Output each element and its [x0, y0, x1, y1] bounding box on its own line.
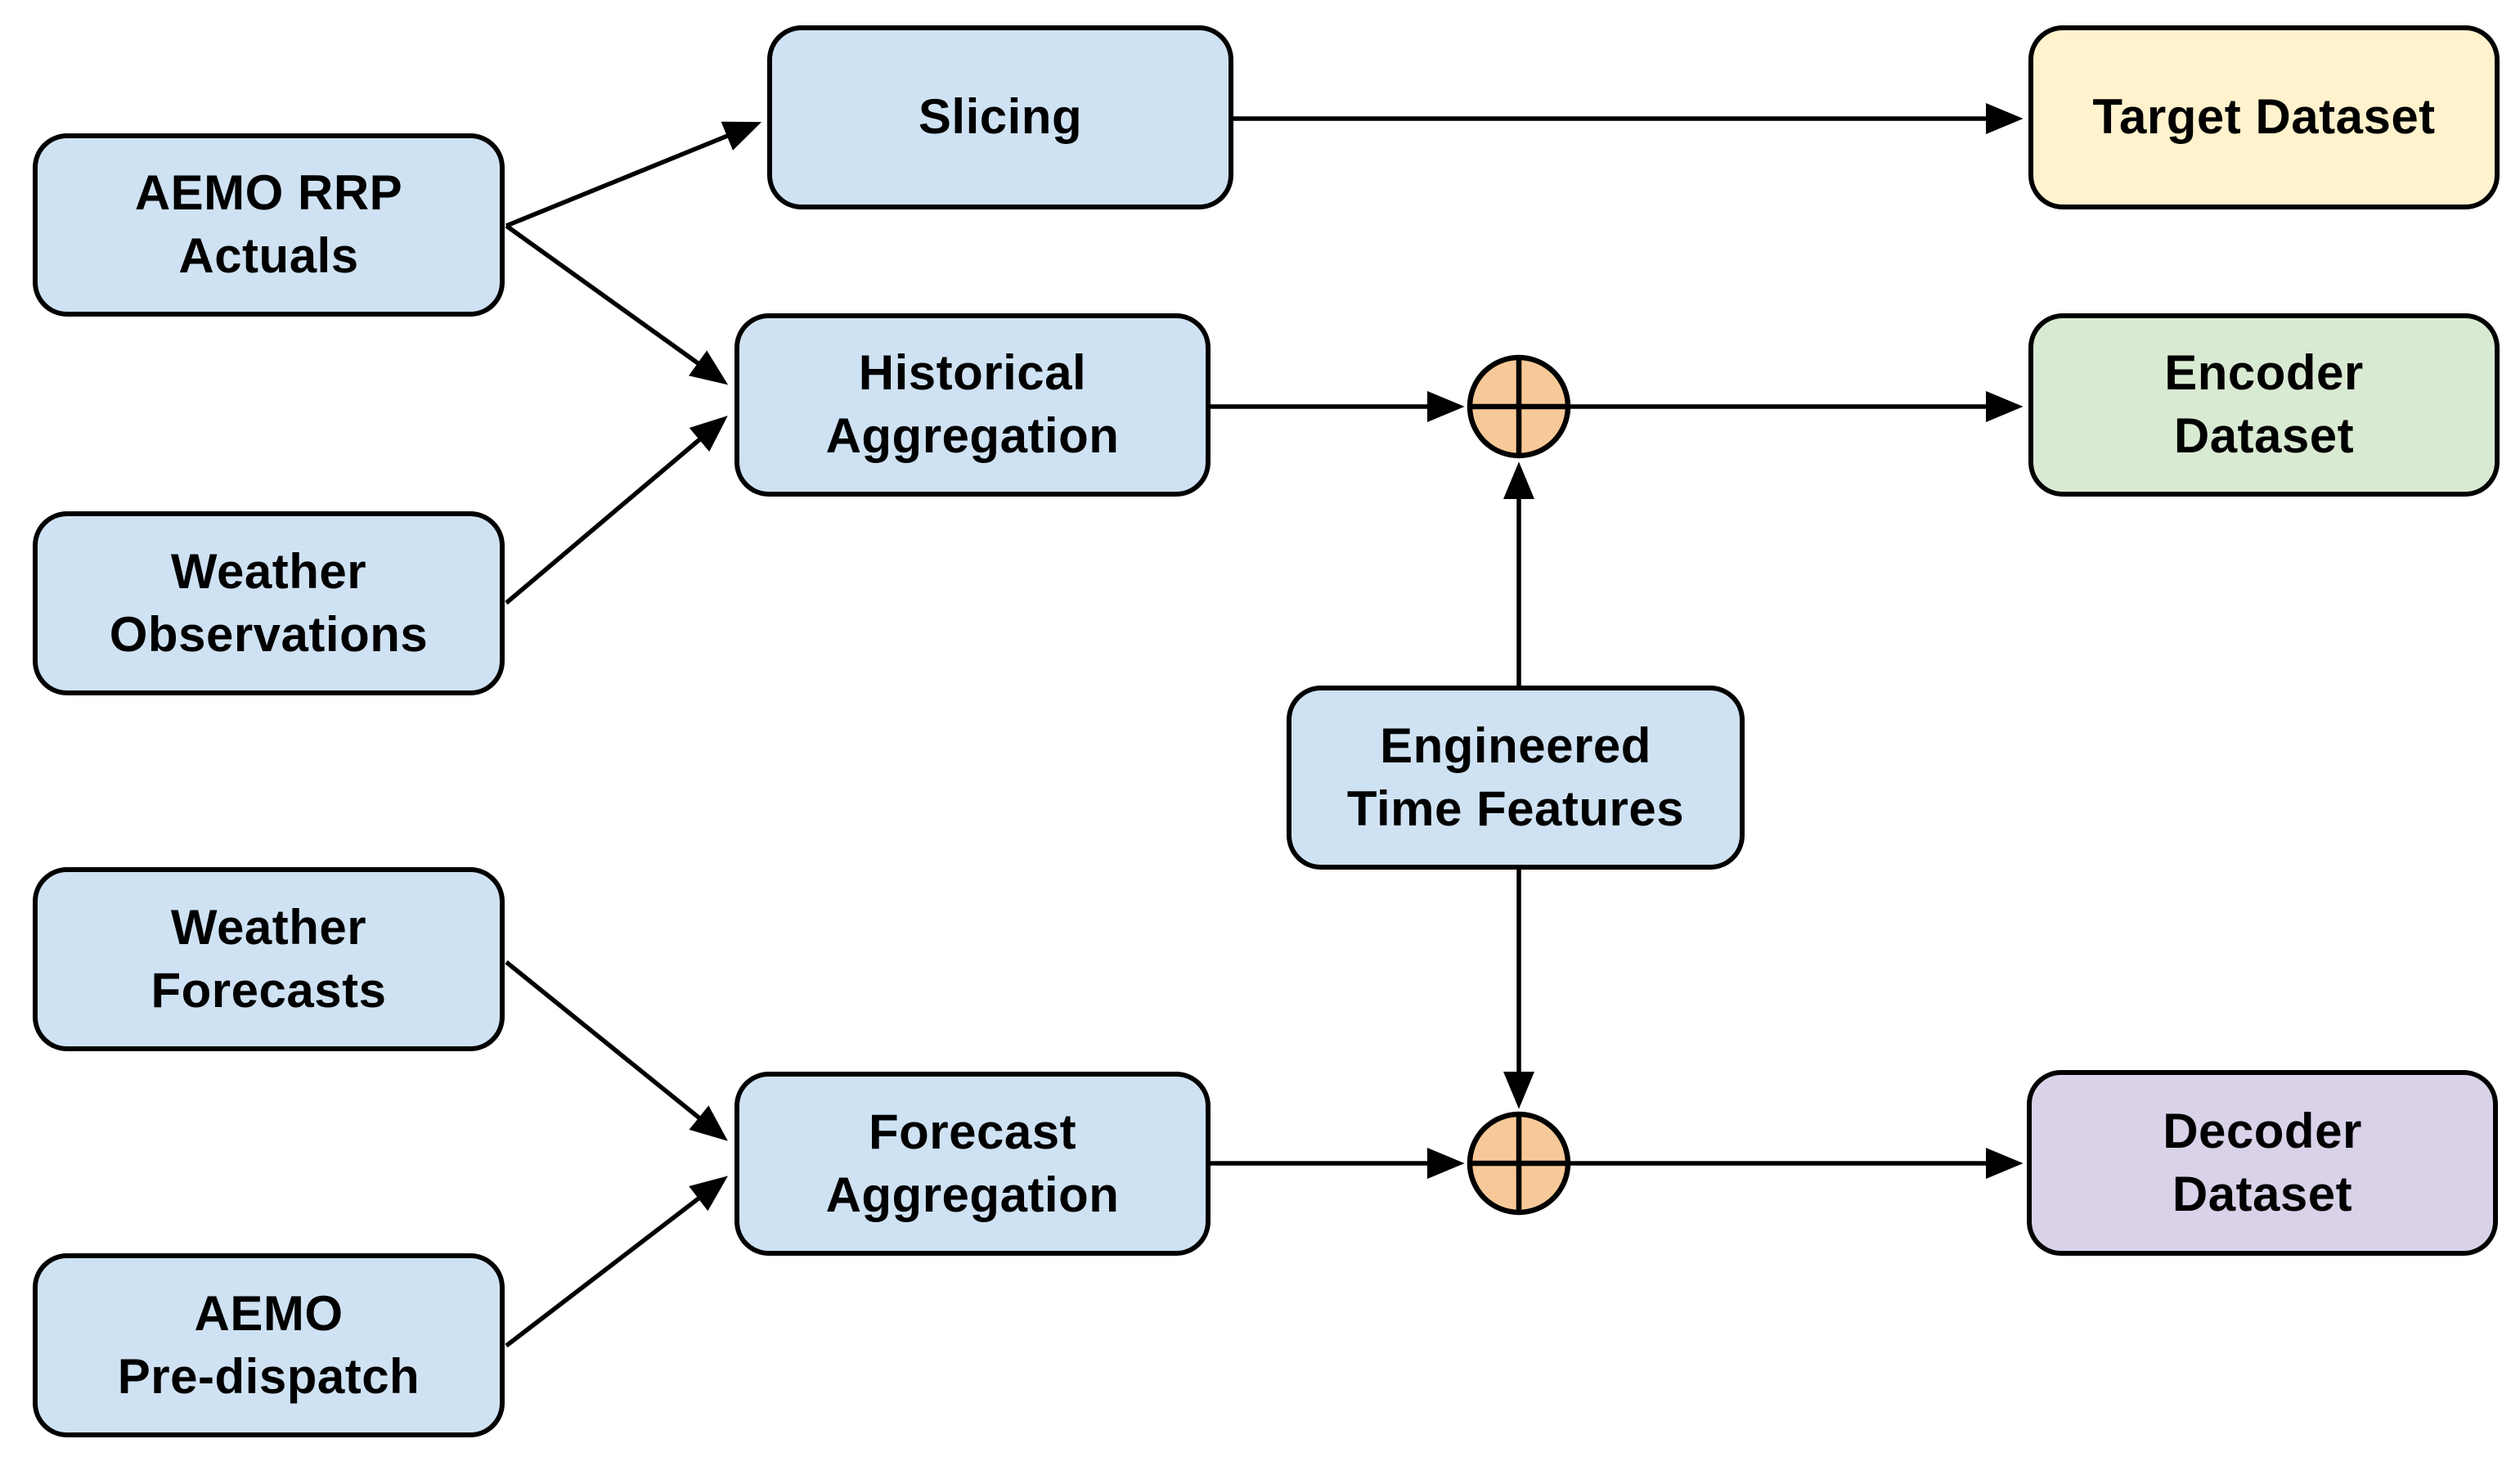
- node-target-dataset-label: Target Dataset: [2092, 89, 2436, 145]
- node-engineered-time-features: Engineered Time Features: [1287, 686, 1745, 870]
- concat-operator-bottom: [1467, 1111, 1571, 1216]
- node-encoder-dataset-label: Encoder Dataset: [2164, 345, 2364, 463]
- node-aemo-rrp-actuals-label: AEMO RRP Actuals: [134, 165, 403, 283]
- node-slicing-label: Slicing: [918, 89, 1083, 145]
- edge-aemo-rrp-actuals-to-historical-aggregation: [505, 223, 729, 385]
- node-decoder-dataset-label: Decoder Dataset: [2163, 1103, 2362, 1221]
- edge-aemo-pre-dispatch-to-forecast-aggregation: [505, 1176, 729, 1348]
- node-weather-observations: Weather Observations: [33, 511, 505, 695]
- node-decoder-dataset: Decoder Dataset: [2027, 1070, 2498, 1256]
- edge-weather-forecasts-to-forecast-aggregation: [505, 960, 728, 1141]
- node-target-dataset: Target Dataset: [2028, 25, 2500, 209]
- node-encoder-dataset: Encoder Dataset: [2028, 313, 2500, 497]
- node-engineered-time-features-label: Engineered Time Features: [1346, 717, 1685, 836]
- edge-aemo-rrp-actuals-to-slicing: [505, 121, 762, 228]
- edge-weather-observations-to-historical-aggregation: [505, 416, 728, 605]
- node-forecast-aggregation: Forecast Aggregation: [734, 1072, 1211, 1256]
- node-forecast-aggregation-label: Forecast Aggregation: [825, 1104, 1120, 1222]
- node-weather-observations-label: Weather Observations: [109, 543, 429, 662]
- node-slicing: Slicing: [767, 25, 1233, 209]
- node-historical-aggregation-label: Historical Aggregation: [825, 345, 1120, 463]
- node-weather-forecasts: Weather Forecasts: [33, 867, 505, 1051]
- node-aemo-pre-dispatch: AEMO Pre-dispatch: [33, 1253, 505, 1437]
- node-aemo-pre-dispatch-label: AEMO Pre-dispatch: [117, 1285, 420, 1404]
- concat-operator-top: [1467, 354, 1571, 459]
- node-historical-aggregation: Historical Aggregation: [734, 313, 1211, 497]
- node-weather-forecasts-label: Weather Forecasts: [150, 899, 387, 1018]
- node-aemo-rrp-actuals: AEMO RRP Actuals: [33, 133, 505, 317]
